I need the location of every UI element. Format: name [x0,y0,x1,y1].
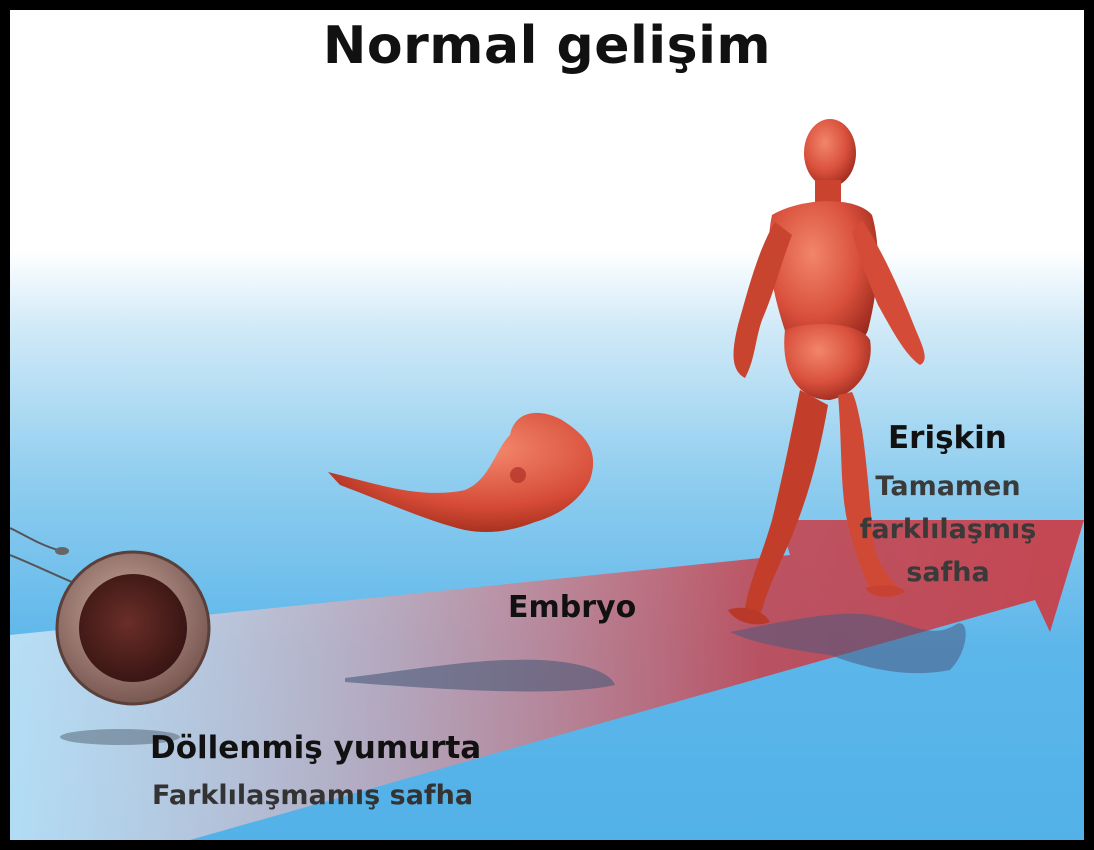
stage-label-fertilized-egg: Döllenmiş yumurta [150,730,481,766]
embryo-icon [328,413,593,532]
stage-description-adult-line: farklılaşmış [848,508,1048,551]
egg-cell-icon [57,552,209,704]
stage-label-embryo: Embryo [508,590,636,625]
stage-description-adult-line: Tamamen [848,465,1048,508]
diagram-title: Normal gelişim [10,16,1084,76]
stage-description-adult: Tamamen farklılaşmış safha [848,465,1048,594]
sperm-icon [10,528,82,588]
stage-description-fertilized-egg: Farklılaşmamış safha [152,780,473,811]
stage-label-adult: Erişkin [888,420,1007,456]
stage-description-adult-line: safha [848,551,1048,594]
